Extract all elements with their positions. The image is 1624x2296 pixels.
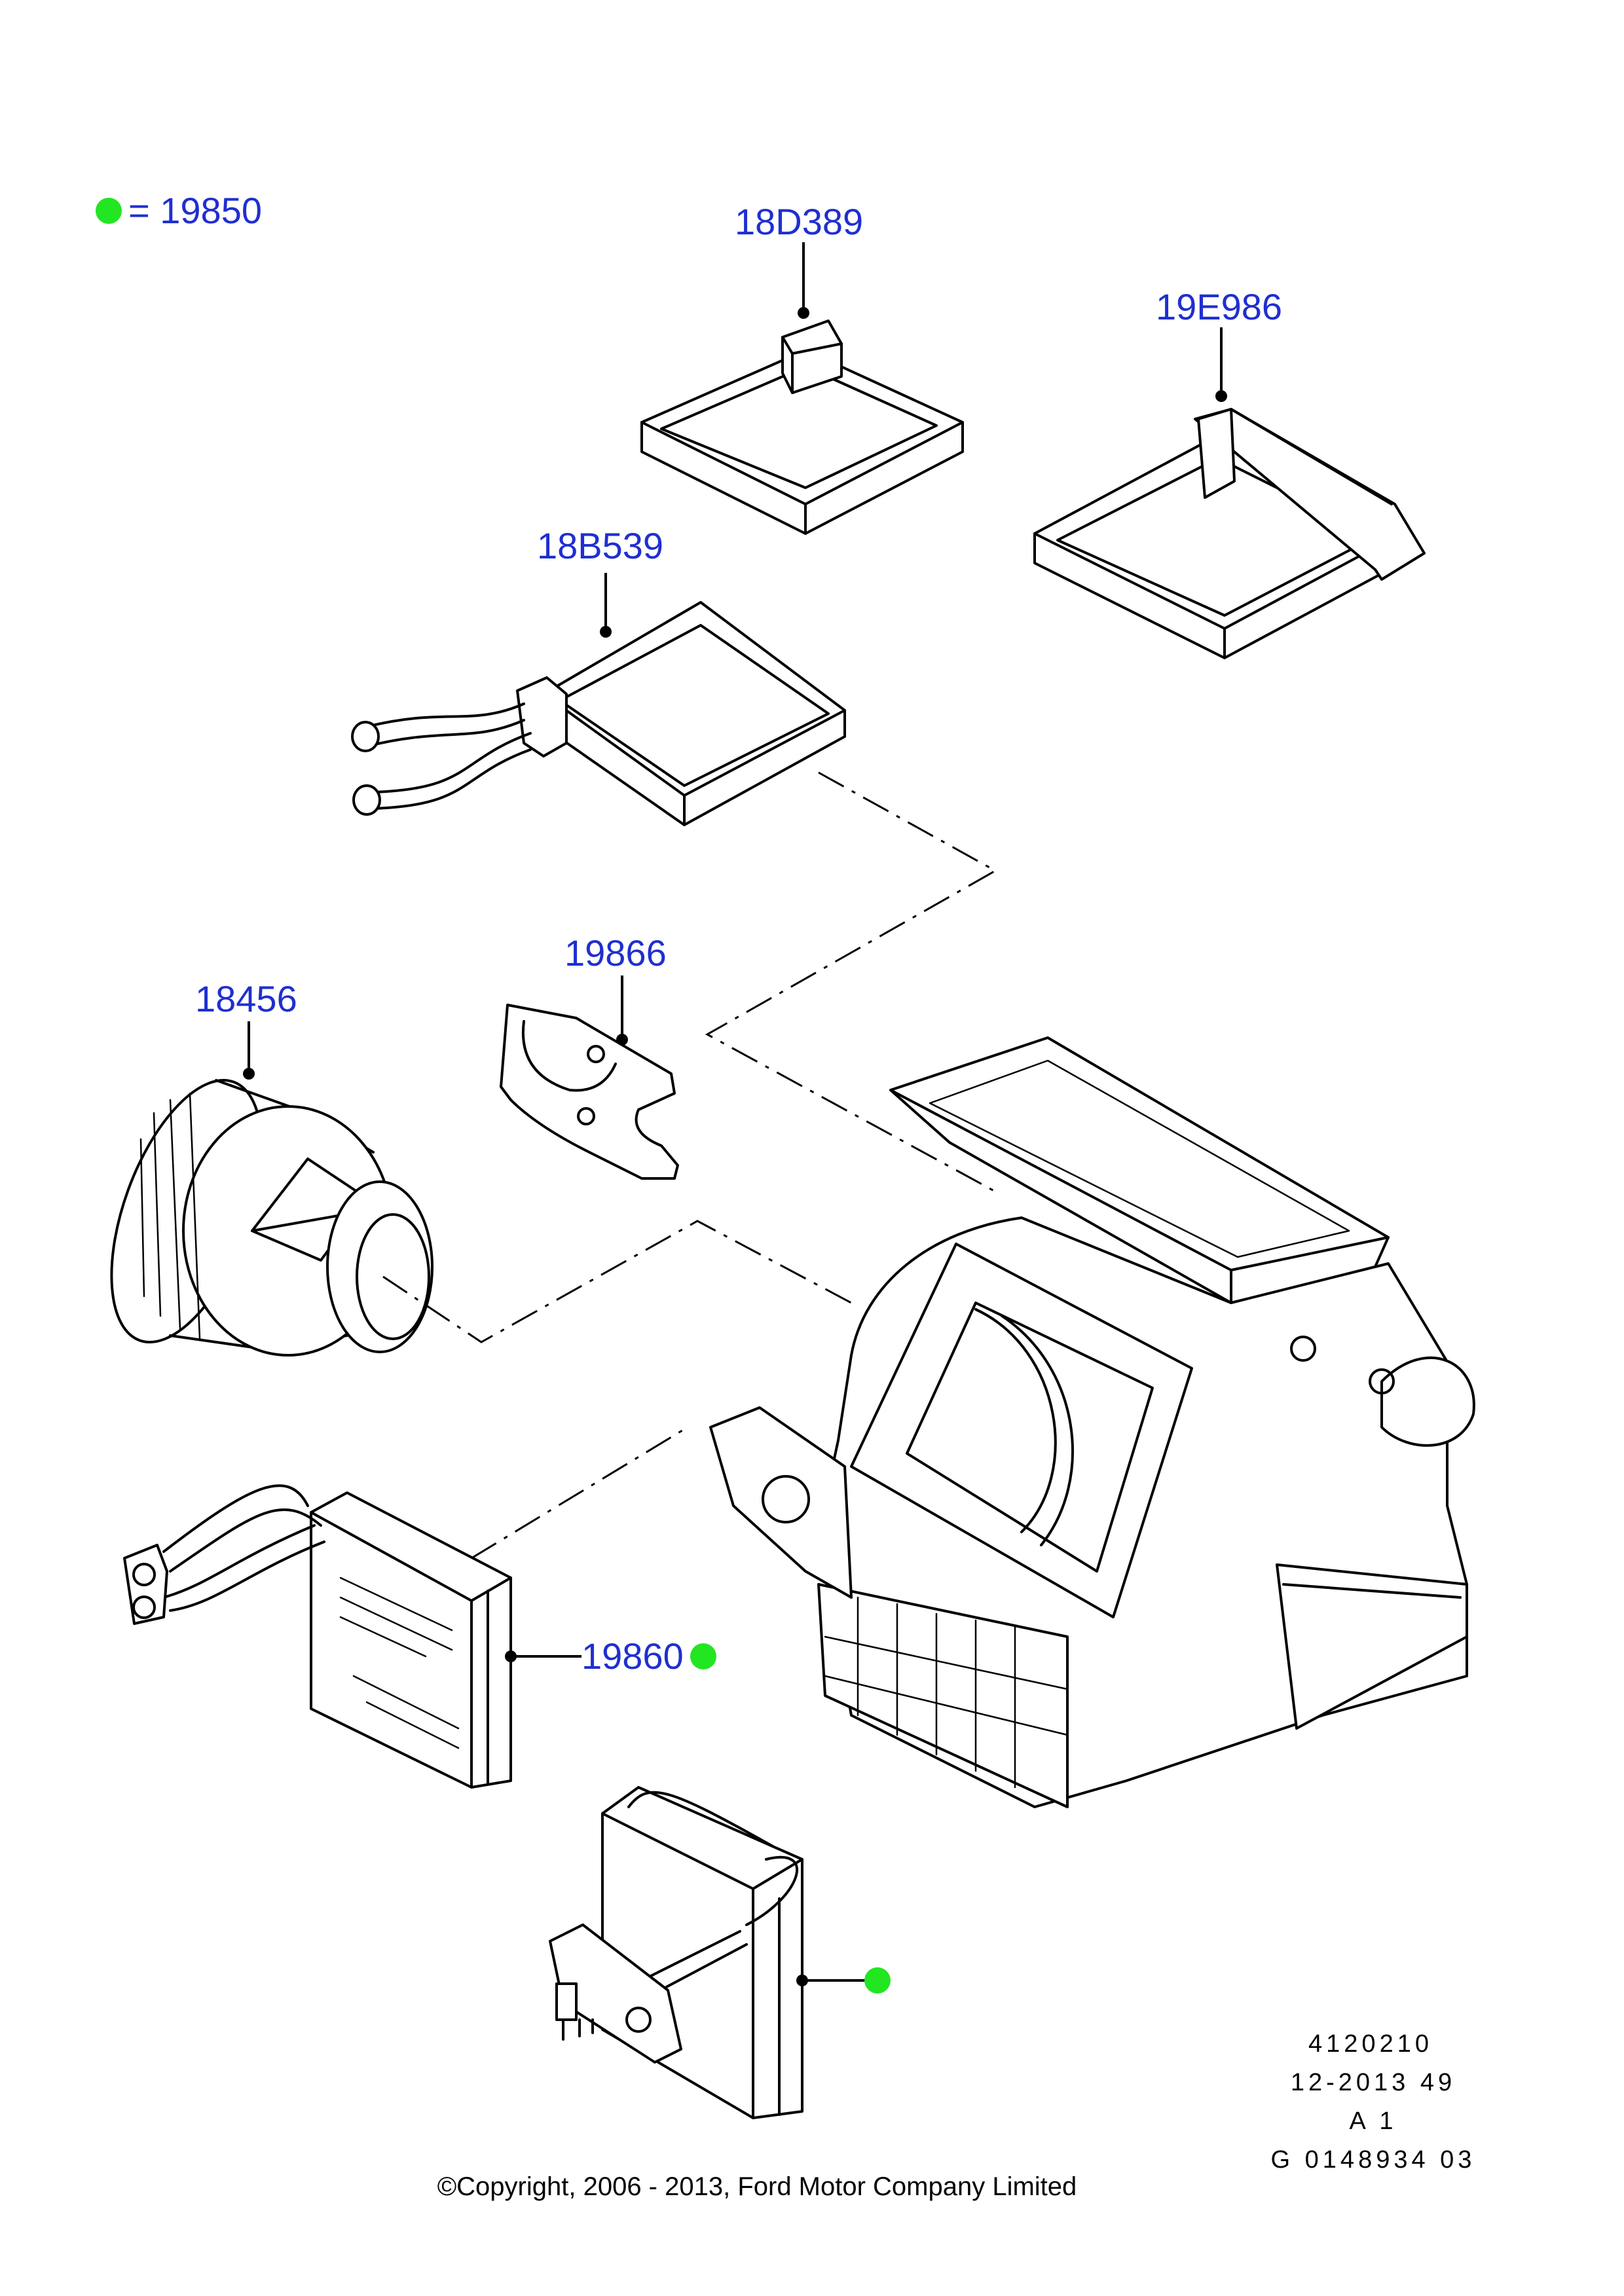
legend-marker-dot: [96, 198, 122, 224]
leader-dot-18b539: [600, 626, 612, 638]
part-label-19860: 19860: [581, 1635, 684, 1677]
part-label-19e986: 19E986: [1156, 286, 1282, 327]
leader-dot-18456: [243, 1068, 255, 1080]
part-label-18d389: 18D389: [735, 201, 863, 242]
reference-line-2: 12-2013 49: [1291, 2069, 1456, 2096]
part-label-19866: 19866: [564, 932, 667, 974]
assembly-line-blower: [382, 1220, 852, 1343]
hvac-housing-illustration: [709, 1036, 1475, 1808]
assembly-line-evaporator: [471, 1426, 688, 1559]
leader-dot-18d389: [798, 307, 809, 319]
part-19e986-illustration: [1033, 408, 1426, 659]
leader-dot-19860: [505, 1650, 517, 1662]
reference-line-4: G 0148934 03: [1271, 2146, 1476, 2174]
part-18b539-illustration: [351, 601, 846, 826]
part-19860-illustration: [123, 1484, 512, 1789]
legend-text: = 19850: [128, 190, 262, 231]
part-18d389-illustration: [640, 319, 964, 535]
part-18456-illustration: [110, 1079, 434, 1357]
assembly-line-heater-core: [705, 771, 998, 1193]
part-19866-illustration: [500, 1004, 679, 1180]
leader-dot-19866: [616, 1034, 628, 1046]
reference-line-1: 4120210: [1308, 2030, 1433, 2058]
leader-dot-evaporator-variant: [796, 1975, 808, 1986]
leader-dot-19e986: [1215, 390, 1227, 402]
evaporator-variant-marker-dot: [864, 1967, 891, 1994]
part-label-18456: 18456: [195, 978, 297, 1019]
evaporator-variant-illustration: [549, 1786, 803, 2119]
copyright-notice: ©Copyright, 2006 - 2013, Ford Motor Comp…: [437, 2172, 1077, 2201]
part-19860-marker-dot: [690, 1643, 716, 1669]
part-label-18b539: 18B539: [537, 525, 663, 566]
reference-line-3: A 1: [1350, 2107, 1397, 2135]
